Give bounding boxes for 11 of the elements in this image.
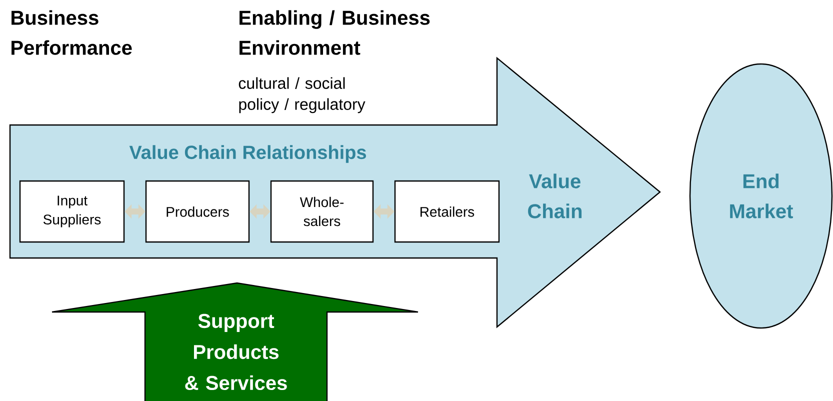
process-box: Input Suppliers: [19, 180, 125, 243]
process-box: Whole- salers: [270, 180, 374, 243]
heading: Business Performance: [12, 10, 132, 55]
double-arrow: [374, 204, 394, 219]
double-arrow: [250, 204, 270, 219]
double-arrow: [124, 204, 146, 219]
heading: Enabling / Business Environment: [240, 10, 430, 55]
process-box: Producers: [145, 180, 250, 243]
process-box: Retailers: [394, 180, 500, 243]
list-item: cultural / social: [238, 77, 345, 89]
list-item: policy / regulatory: [239, 98, 366, 114]
